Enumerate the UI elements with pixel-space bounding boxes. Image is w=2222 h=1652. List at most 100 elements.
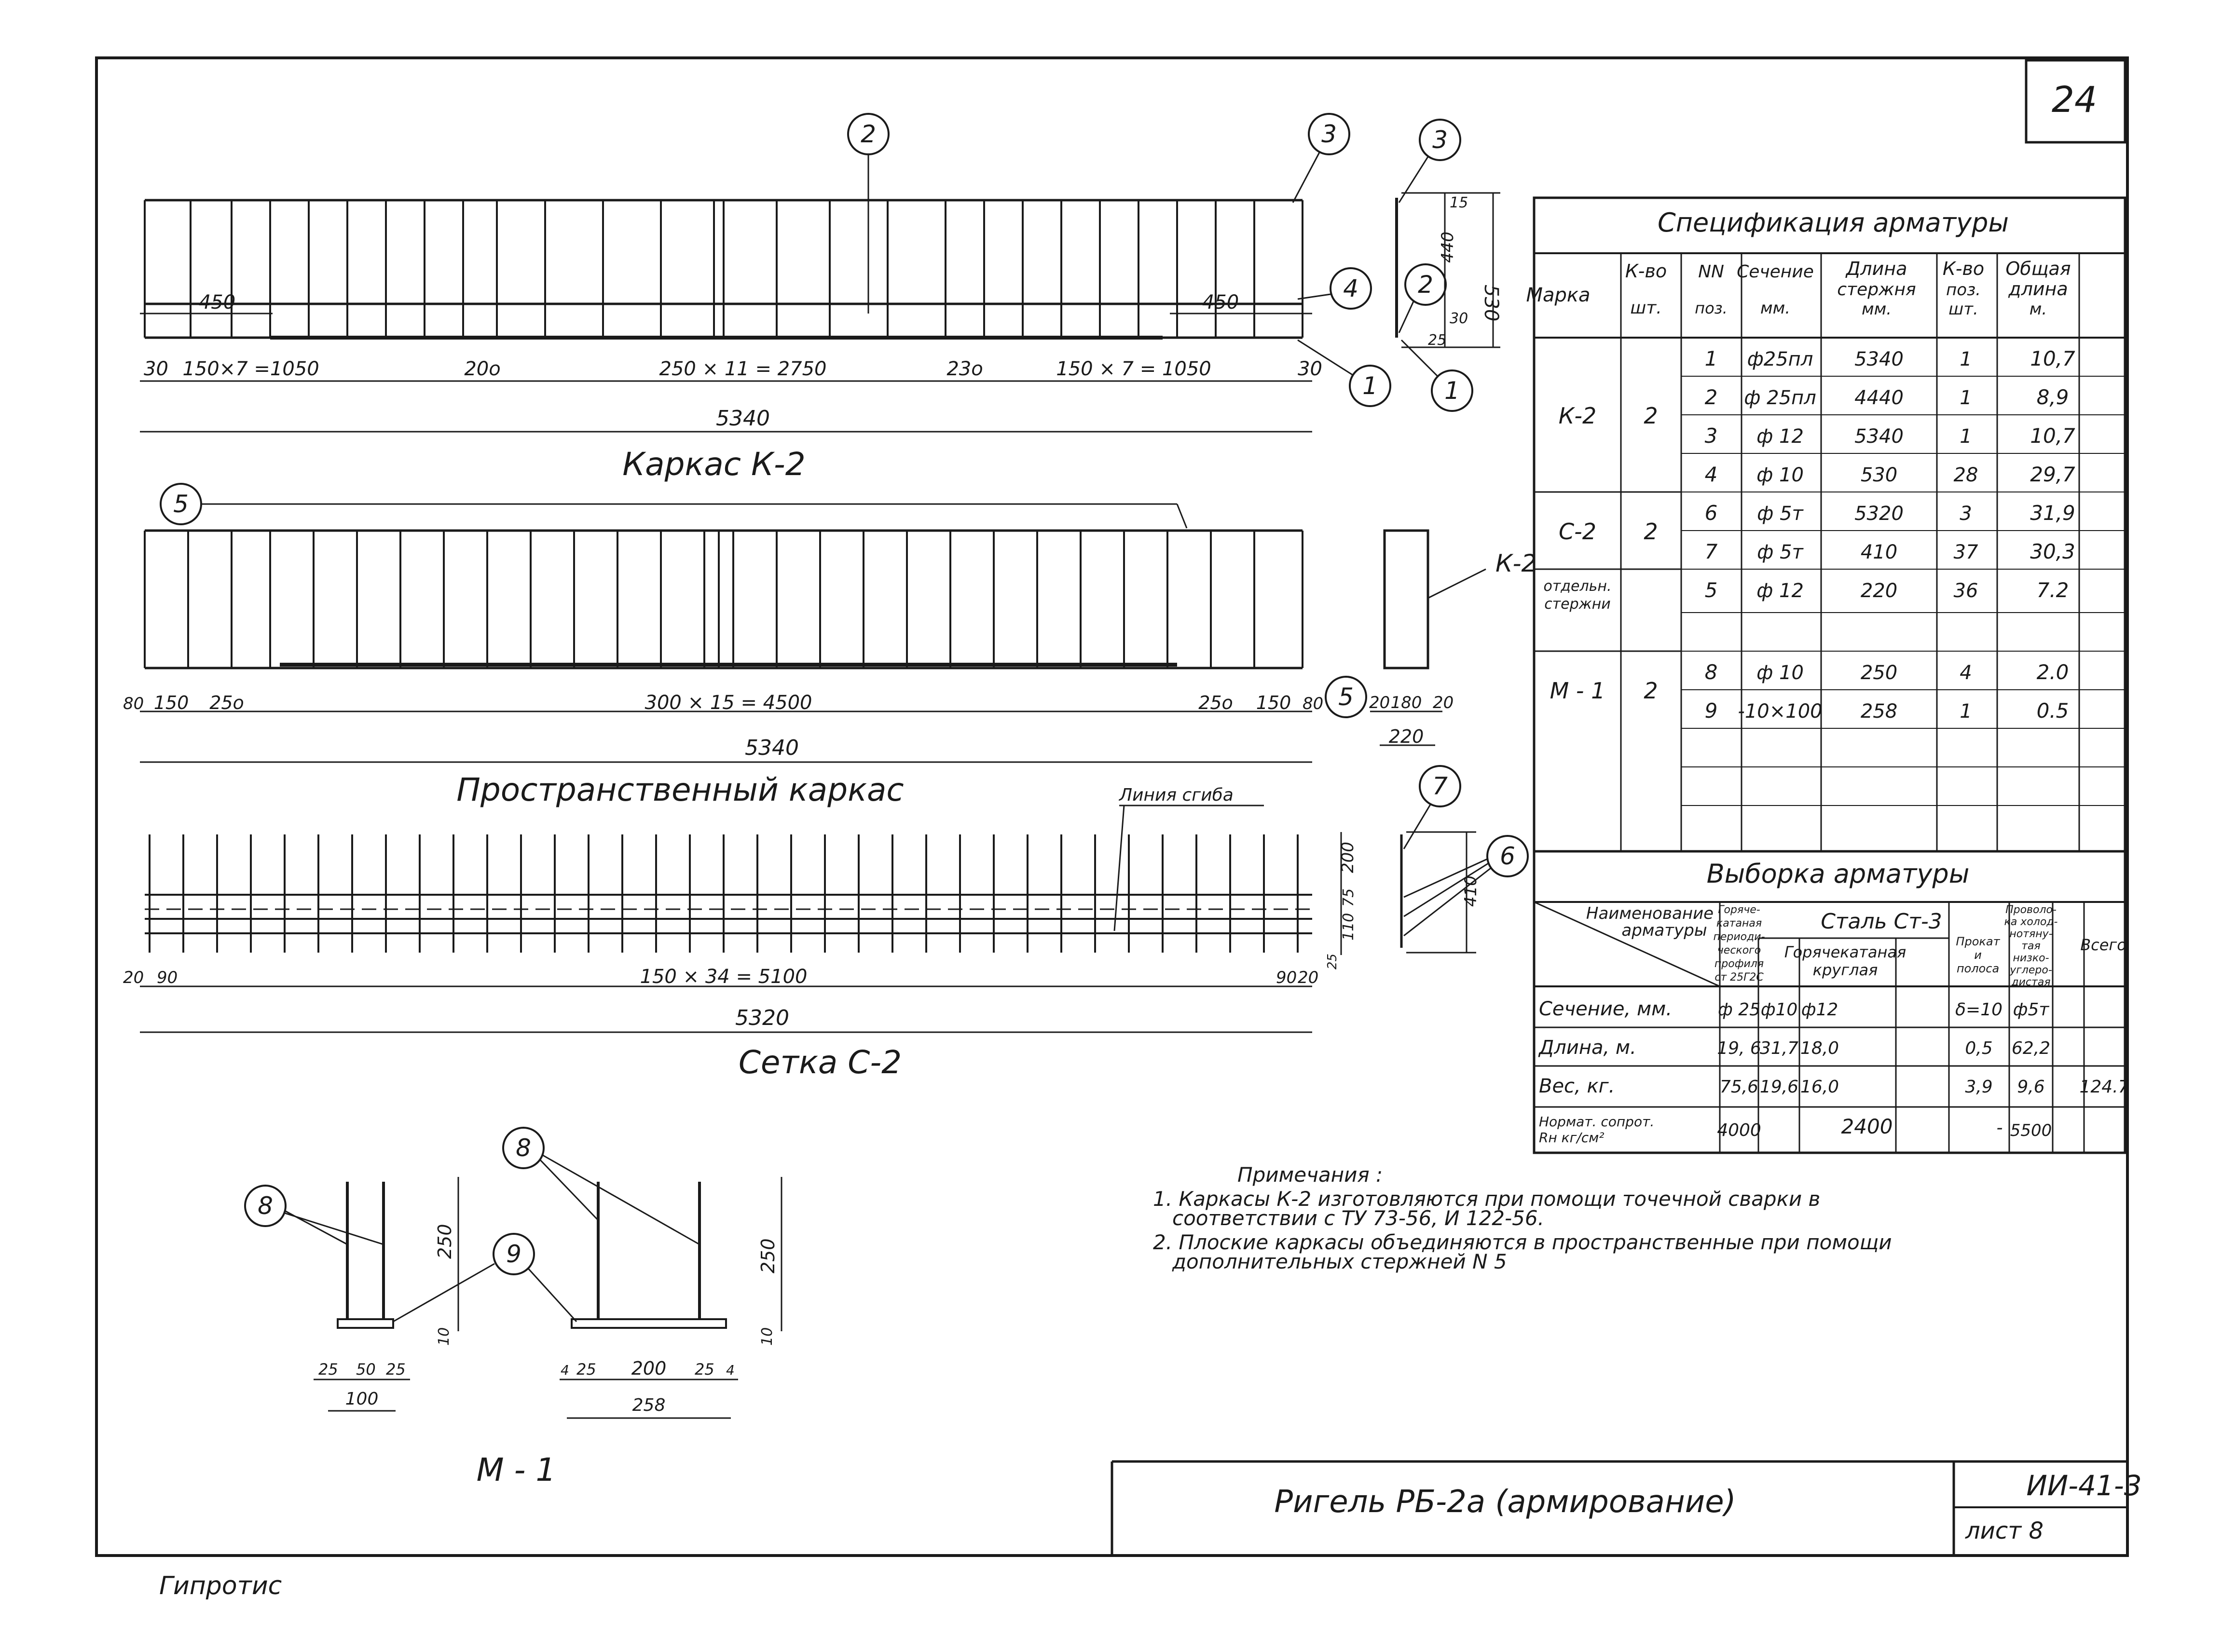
- k2-dim-1: 150×7 =1050: [182, 358, 319, 380]
- svg-text:мм.: мм.: [1760, 299, 1790, 318]
- svg-text:20: 20: [1369, 693, 1390, 712]
- spec-pos: 4: [1705, 463, 1718, 486]
- svg-text:25: 25: [386, 1360, 406, 1379]
- svg-text:К-во: К-во: [1943, 258, 1984, 279]
- space-callout-5: 5: [160, 483, 1188, 529]
- k2-callout-3: 3: [1292, 113, 1350, 203]
- k2-inner-left: 450: [199, 291, 235, 314]
- spec-count: 37: [1954, 541, 1978, 563]
- spec-section: ф 12: [1756, 580, 1804, 602]
- svg-text:Горячекатаная: Горячекатаная: [1784, 943, 1907, 961]
- spec-section: ф 5т: [1757, 503, 1804, 525]
- svg-text:1: 1: [1362, 372, 1378, 400]
- selection-cell: 3,9: [1965, 1077, 1992, 1097]
- spec-count: 36: [1954, 580, 1978, 602]
- title-block: Ригель РБ-2а (армирование) ИИ-41-3 лист …: [1111, 1460, 2142, 1556]
- svg-text:530: 530: [1480, 285, 1502, 321]
- svg-text:Марка: Марка: [1526, 284, 1590, 306]
- selection-head-line: ка холод-: [2004, 916, 2058, 928]
- svg-text:250: 250: [434, 1224, 455, 1259]
- notes: Примечания : 1. Каркасы К-2 изготовляютс…: [1153, 1163, 1892, 1273]
- selection-cell: 19,6: [1760, 1077, 1798, 1097]
- spec-count: 1: [1960, 348, 1972, 370]
- spec-section: ф 10: [1756, 662, 1804, 684]
- svg-text:6: 6: [1500, 842, 1515, 870]
- svg-text:шт.: шт.: [1948, 300, 1978, 319]
- k2-dim-3: 250 × 11 = 2750: [659, 358, 827, 380]
- svg-text:арматуры: арматуры: [1621, 921, 1707, 940]
- space-stirrups: [144, 531, 1303, 668]
- svg-text:25: 25: [1428, 332, 1446, 349]
- svg-text:10: 10: [436, 1327, 453, 1346]
- k2-callout-4: 4: [1297, 267, 1372, 310]
- spec-pos: 7: [1705, 540, 1718, 563]
- selection-head-line: полоса: [1957, 962, 1999, 975]
- spec-total: 29,7: [2030, 463, 2075, 486]
- sheet-number: 24: [2052, 79, 2097, 121]
- svg-text:200: 200: [1338, 842, 1358, 873]
- k2-dim-5: 150 × 7 = 1050: [1056, 358, 1211, 380]
- svg-text:7: 7: [1432, 772, 1448, 800]
- notes-title: Примечания :: [1237, 1163, 1383, 1187]
- svg-text:2: 2: [861, 120, 876, 148]
- k2-dim-2: 20o: [464, 358, 500, 380]
- k2-dim-4: 23o: [946, 358, 983, 380]
- svg-text:поз.: поз.: [1946, 280, 1981, 300]
- svg-text:5: 5: [173, 490, 189, 518]
- svg-text:258: 258: [632, 1395, 666, 1415]
- spec-length: 410: [1861, 541, 1897, 563]
- spec-length: 5340: [1854, 348, 1904, 370]
- svg-text:200: 200: [631, 1358, 667, 1379]
- svg-text:25: 25: [318, 1360, 338, 1379]
- selection-head-line: Горяче-: [1718, 904, 1760, 916]
- spec-mark: С-2: [1559, 519, 1596, 545]
- spec-pos: 2: [1705, 385, 1718, 409]
- selection-row-label: Нормат. сопрот.: [1539, 1114, 1654, 1130]
- spatial-cross-section: К-2 20 180 20 220: [1369, 529, 1536, 747]
- k2-inner-right: 450: [1202, 291, 1239, 314]
- selection-cell: ф5т: [2013, 1000, 2050, 1020]
- svg-text:25: 25: [695, 1360, 714, 1379]
- spec-section: ф 5т: [1757, 541, 1804, 563]
- spec-total: 0.5: [2037, 699, 2069, 723]
- svg-text:стержня: стержня: [1837, 280, 1916, 300]
- k2-callout-1: 1: [1297, 339, 1391, 407]
- spec-pos: 5: [1705, 578, 1718, 602]
- spec-pos: 6: [1705, 501, 1718, 525]
- svg-text:К-во: К-во: [1625, 260, 1667, 282]
- spec-length: 258: [1861, 700, 1897, 723]
- selection-cell: 18,0: [1800, 1038, 1839, 1058]
- svg-text:180: 180: [1391, 693, 1422, 712]
- svg-text:75: 75: [1340, 888, 1357, 907]
- selection-head-line: профиля: [1715, 958, 1764, 970]
- svg-text:15: 15: [1450, 194, 1468, 211]
- spec-count: 1: [1960, 700, 1972, 723]
- svg-text:90: 90: [157, 968, 178, 987]
- sheet-label: лист 8: [1965, 1517, 2044, 1544]
- spec-total: 7.2: [2037, 578, 2069, 602]
- space-callout-5b: 5: [1325, 676, 1367, 718]
- svg-text:250: 250: [757, 1238, 779, 1273]
- selection-cell: 0,5: [1965, 1038, 1992, 1058]
- spec-length: 5340: [1854, 425, 1904, 448]
- k2-dim-6: 30: [1298, 358, 1322, 380]
- space-caption: Пространственный каркас: [456, 771, 904, 808]
- selection-head-line: катаная: [1716, 917, 1762, 929]
- selection-row-label: Сечение, мм.: [1539, 998, 1672, 1020]
- spec-qty: 2: [1644, 678, 1658, 704]
- note-line-2: соответствии с ТУ 73-56, И 122-56.: [1172, 1206, 1544, 1230]
- svg-text:20: 20: [1433, 693, 1454, 712]
- svg-text:длина: длина: [2008, 278, 2068, 300]
- spec-length: 4440: [1854, 387, 1904, 409]
- selection-cell: -: [1997, 1118, 2003, 1138]
- selection-head-line: ческого: [1717, 944, 1761, 956]
- svg-text:110: 110: [1340, 913, 1357, 941]
- selection-cell: ф10: [1761, 1000, 1798, 1020]
- spec-count: 1: [1960, 387, 1972, 409]
- svg-text:4: 4: [1343, 274, 1358, 302]
- organization: Гипротис: [159, 1571, 282, 1600]
- svg-text:шт.: шт.: [1630, 298, 1661, 318]
- selection-head-line: Прокат: [1956, 935, 2000, 948]
